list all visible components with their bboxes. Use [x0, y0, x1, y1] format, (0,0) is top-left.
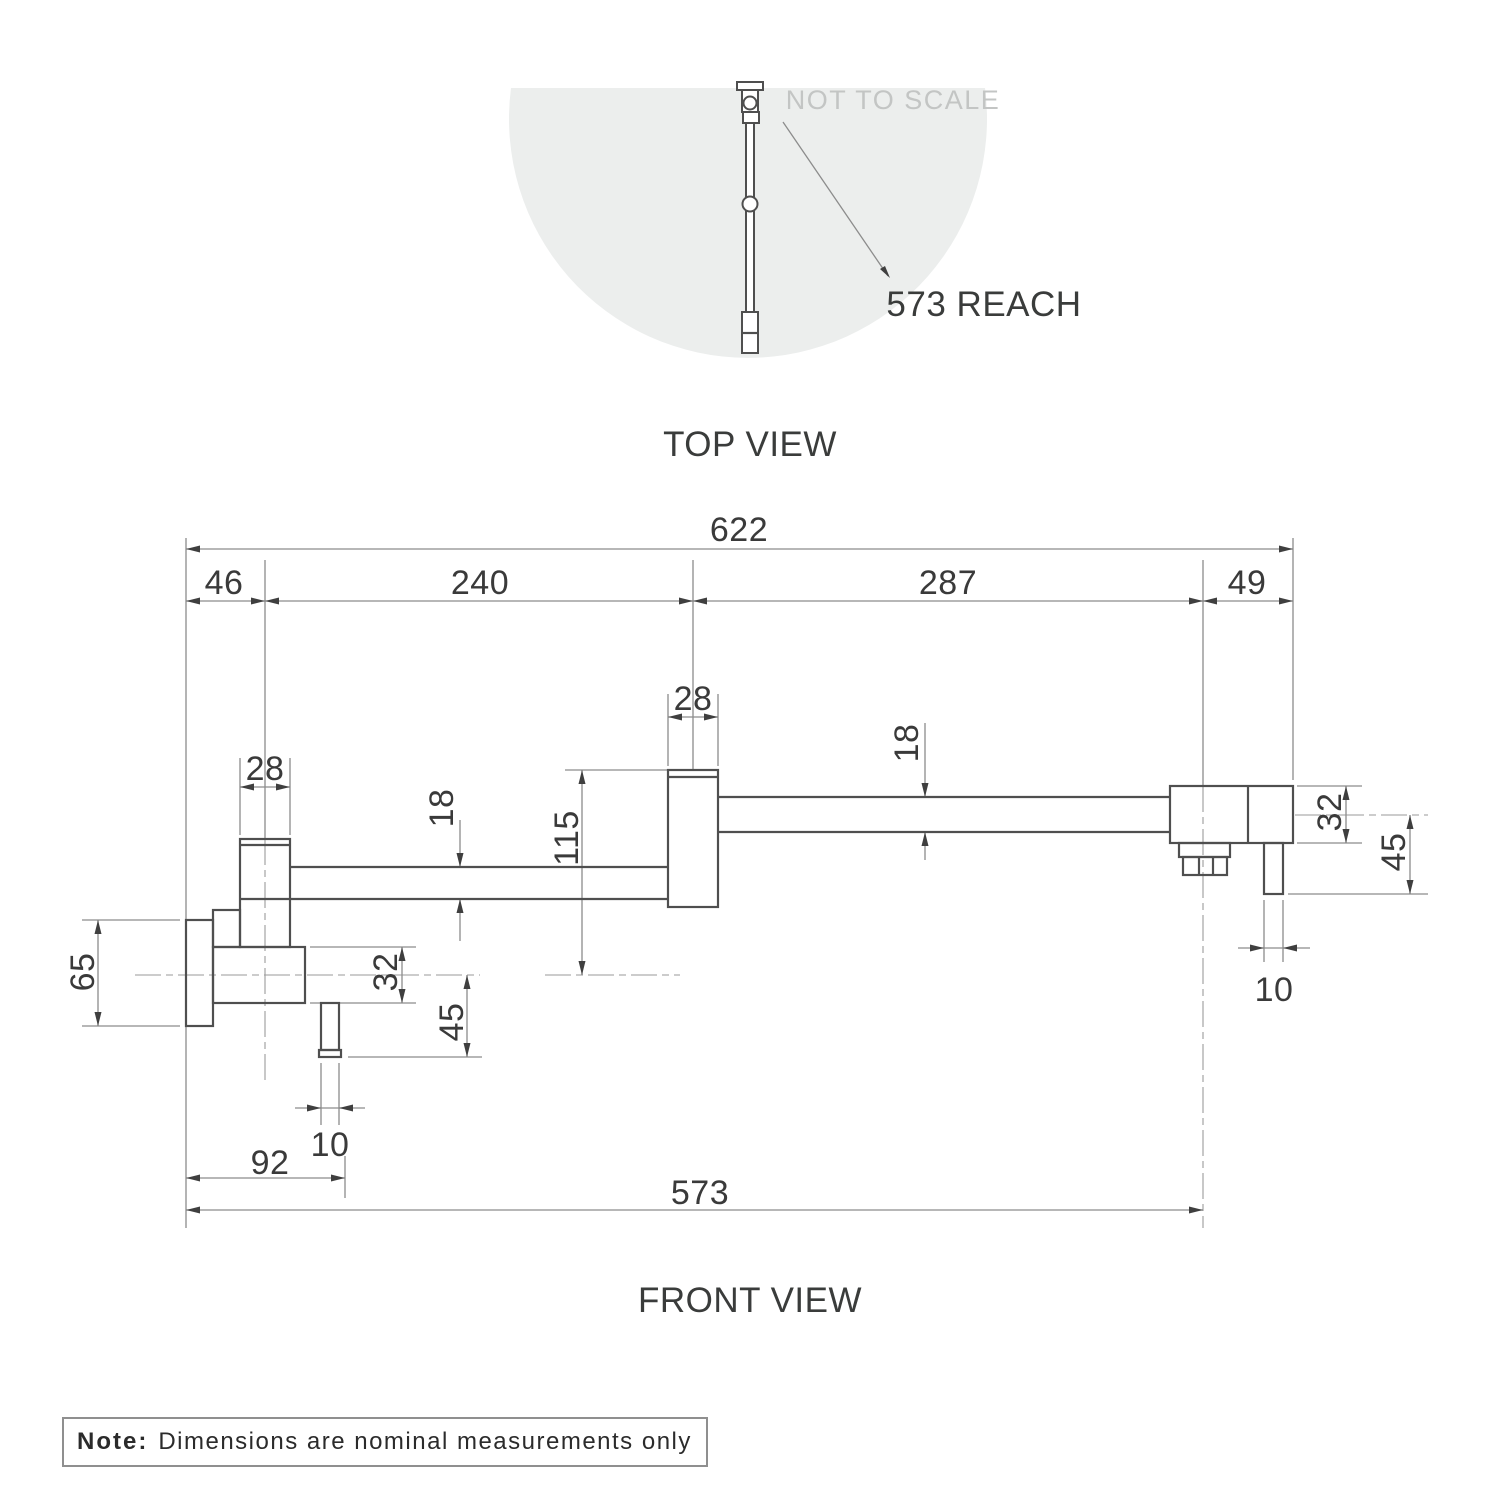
dim-arm2-pipe: 18	[888, 723, 929, 860]
dim-left-handle-dia: 10	[295, 1063, 365, 1164]
note-prefix: Note:	[77, 1428, 149, 1455]
riser	[238, 837, 292, 949]
dim-573-label: 573	[671, 1174, 729, 1212]
dim-elbow-drop: 115	[548, 769, 668, 975]
dim-45-right-label: 45	[1375, 833, 1413, 872]
top-view-faucet	[736, 81, 764, 354]
dim-wall-to-handle: 92	[186, 1144, 346, 1198]
dim-46-label: 46	[205, 564, 244, 602]
dim-right-body-height: 32	[1297, 785, 1362, 844]
dim-10-right-label: 10	[1255, 971, 1294, 1009]
dim-overall-width: 622	[186, 511, 1293, 553]
aerator-housing	[1177, 841, 1232, 859]
top-view: NOT TO SCALE 573 REACH TOP VIEW	[509, 81, 1081, 464]
dim-right-handle-dia: 10	[1238, 900, 1310, 1009]
dim-240-label: 240	[451, 564, 509, 602]
dim-28-left-label: 28	[246, 750, 285, 788]
dim-right-handle-drop: 45	[1288, 815, 1428, 895]
extension-lines	[135, 538, 1428, 1228]
dim-287-label: 287	[919, 564, 977, 602]
dim-18-right-label: 18	[888, 724, 926, 763]
dim-622-label: 622	[710, 511, 768, 549]
dim-18-left-label: 18	[423, 789, 461, 828]
wall-handle	[319, 1001, 341, 1052]
note-box: Note: Dimensions are nominal measurement…	[62, 1417, 708, 1467]
dim-left-handle-drop: 45	[348, 975, 482, 1058]
top-view-title: TOP VIEW	[663, 425, 837, 464]
front-view: 622 46 240 287 49 28	[64, 511, 1428, 1320]
dim-49-label: 49	[1228, 564, 1267, 602]
front-view-faucet	[184, 768, 1295, 1059]
aerator-hex	[1181, 855, 1229, 877]
dim-32-left-label: 32	[367, 953, 405, 992]
dim-chain-row: 46 240 287 49	[186, 564, 1293, 605]
note-text: Dimensions are nominal measurements only	[158, 1428, 692, 1455]
dim-elbow-width: 28	[667, 680, 719, 766]
reach-callout-label: 573 REACH	[886, 285, 1081, 324]
dim-riser-width: 28	[239, 750, 291, 835]
spout-body	[1168, 784, 1295, 845]
dim-10-left-label: 10	[311, 1126, 350, 1164]
dim-32-right-label: 32	[1311, 793, 1349, 832]
front-view-title: FRONT VIEW	[638, 1281, 862, 1320]
elbow-column	[666, 768, 720, 909]
dim-arm1-pipe: 18	[423, 789, 464, 941]
dim-115-label: 115	[548, 810, 586, 866]
dim-65-label: 65	[64, 953, 102, 992]
inlet-boss	[211, 908, 242, 949]
spout-handle	[1262, 841, 1285, 896]
dim-flange-height: 65	[64, 919, 180, 1027]
dim-28-mid-label: 28	[674, 680, 713, 718]
dim-45-left-label: 45	[433, 1003, 471, 1042]
wall-flange	[184, 918, 215, 1028]
reach-leader	[782, 121, 890, 278]
dim-reach: 573	[186, 1174, 1203, 1214]
dim-left-body-height: 32	[310, 946, 416, 1004]
dim-92-label: 92	[251, 1144, 290, 1182]
not-to-scale-label: NOT TO SCALE	[786, 85, 1001, 115]
